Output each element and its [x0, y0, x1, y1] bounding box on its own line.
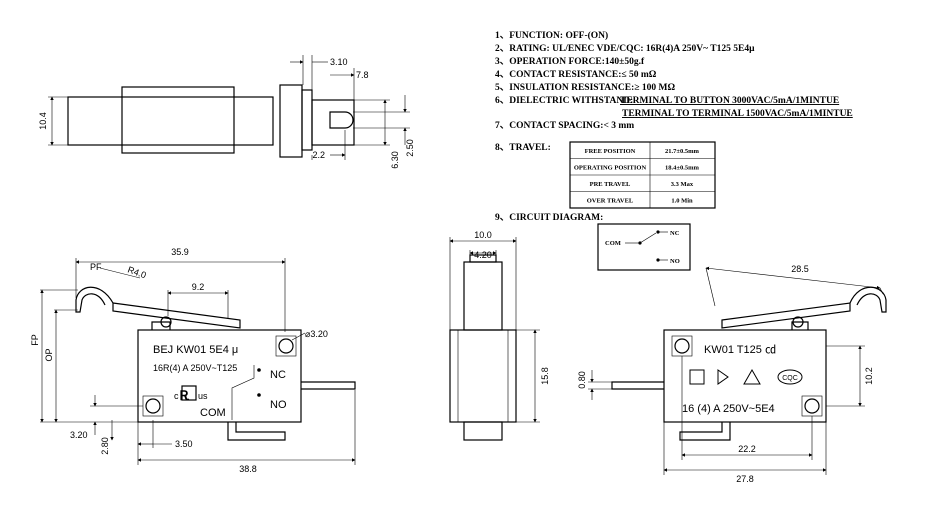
dim-35-9: 35.9: [171, 247, 189, 257]
top-view: 10.4 3.10 7.8 2.2 6.30 2.50: [38, 55, 415, 169]
dim-3-50: 3.50: [175, 439, 193, 449]
spec-function: 1、FUNCTION: OFF-(ON): [495, 30, 608, 41]
cqc-mark-icon: [777, 369, 803, 385]
travel-row-name: PRE TRAVEL: [590, 181, 631, 188]
dim-7-8: 7.8: [356, 70, 369, 80]
travel-row-value: 1.0 Min: [671, 198, 693, 205]
dim-15-8: 15.8: [540, 367, 550, 385]
circuit-com-label: COM: [605, 240, 621, 247]
dim-10-2: 10.2: [864, 367, 874, 385]
spec-dielectric-2: TERMINAL TO TERMINAL 1500VAC/5mA/1MINTUE: [622, 109, 853, 119]
svg-text:Ꭱ: Ꭱ: [180, 388, 190, 403]
dim-3-10: 3.10: [330, 57, 348, 67]
spec-dielectric-label: 6、DIELECTRIC WITHSTAND:: [495, 96, 633, 106]
front-view-com-terminal: [227, 422, 286, 441]
circuit-no-label: NO: [670, 258, 680, 265]
dim-4-20: 4.20: [474, 250, 492, 260]
front-view-body: [137, 329, 302, 423]
spec-contact-resistance: 4、CONTACT RESISTANCE:≤ 50 mΩ: [495, 70, 657, 80]
travel-row-name: FREE POSITION: [585, 148, 636, 155]
dim-2-50: 2.50: [405, 139, 415, 157]
back-marking-2: 16 (4) A 250V~5E4: [682, 403, 775, 415]
side-view-terminal: [463, 421, 503, 441]
spec-insulation-resistance: 5、INSULATION RESISTANCE:≥ 100 MΩ: [495, 83, 675, 93]
dim-27-8: 27.8: [736, 474, 754, 484]
travel-row-name: OPERATING POSITION: [574, 165, 647, 172]
dim-38-8: 38.8: [239, 464, 257, 474]
dim-phi-3-20: ⌀3.20: [305, 329, 328, 339]
back-view-lever: [721, 302, 851, 329]
spec-rating: 2、RATING: UL/ENEC VDE/CQC: 16R(4)A 250V~…: [495, 43, 755, 54]
back-view-body: [663, 329, 827, 423]
travel-row-name: OVER TRAVEL: [587, 198, 634, 205]
spec-circuit-label: 9、CIRCUIT DIAGRAM:: [495, 213, 603, 223]
svg-text:c: c: [174, 391, 179, 401]
dim-3-20: 3.20: [70, 430, 88, 440]
circuit-nc-label: NC: [670, 230, 680, 237]
dim-10-4: 10.4: [38, 112, 48, 130]
dim-10-0: 10.0: [474, 230, 492, 240]
top-view-terminal-hole: [329, 111, 354, 129]
side-view-plunger: [463, 261, 503, 331]
top-view-actuator: [121, 86, 235, 154]
vde-mark-icon: [717, 369, 729, 385]
dim-22-2: 22.2: [738, 444, 756, 454]
front-no-label: NO: [270, 399, 287, 411]
spec-contact-spacing: 7、CONTACT SPACING:< 3 mm: [495, 121, 634, 131]
dim-0-80: 0.80: [577, 371, 587, 389]
cb-mark-icon: [689, 369, 705, 385]
front-marking-1: BEJ KW01 5E4 μ: [153, 344, 238, 356]
spec-operation-force: 3、OPERATION FORCE:140±50g.f: [495, 57, 645, 67]
enec-mark-icon: [743, 368, 761, 385]
back-view: KW01 T125 ㏅ 16 (4) A 250V~5E4 CQC 28.5 0…: [577, 264, 887, 484]
front-view-roller-lever: [75, 286, 114, 313]
travel-row-value: 3.3 Max: [671, 181, 694, 188]
top-view-housing: [279, 84, 303, 158]
travel-row-value: 21.7±0.5mm: [665, 148, 699, 155]
travel-table: FREE POSITION 21.7±0.5mm OPERATING POSIT…: [569, 141, 716, 209]
front-view: BEJ KW01 5E4 μ 16R(4) A 250V~T125 NC NO …: [30, 247, 356, 474]
dim-2-80: 2.80: [100, 437, 110, 455]
dim-fp: FP: [30, 334, 40, 346]
dim-op: OP: [44, 348, 54, 361]
front-view-lever: [112, 302, 241, 329]
front-marking-2: 16R(4) A 250V~T125: [153, 363, 237, 373]
back-view-com-terminal: [679, 422, 731, 441]
spec-travel-label: 8、TRAVEL:: [495, 143, 551, 153]
side-view: 10.0 4.20 15.8: [449, 230, 550, 441]
svg-text:CQC: CQC: [782, 375, 798, 382]
front-view-no-terminal: [301, 381, 356, 390]
travel-row-value: 18.4±0.5mm: [665, 165, 699, 172]
spec-dielectric-1: TERMINAL TO BUTTON 3000VAC/5mA/1MINTUE: [620, 96, 839, 106]
front-nc-label: NC: [270, 369, 286, 381]
specifications: 1、FUNCTION: OFF-(ON) 2、RATING: UL/ENEC V…: [495, 30, 853, 271]
back-view-roller-lever: [849, 286, 887, 313]
ul-logo-icon: c Ꭱ us: [174, 385, 208, 403]
certification-icons: CQC: [689, 368, 803, 385]
svg-text:us: us: [198, 391, 208, 401]
back-view-no-terminal: [611, 381, 664, 390]
circuit-diagram: COM NC NO: [597, 223, 691, 271]
front-com-label: COM: [200, 407, 226, 419]
dim-pf: PF: [90, 262, 102, 272]
dim-r4: R4.0: [126, 264, 147, 280]
dim-6-30: 6.30: [390, 151, 400, 169]
top-view-plunger-body: [67, 96, 274, 146]
dim-28-5: 28.5: [791, 264, 809, 274]
back-marking-1: KW01 T125 ㏅: [704, 343, 776, 356]
dim-2-2: 2.2: [312, 150, 325, 160]
side-view-body: [449, 329, 517, 423]
dim-9-2: 9.2: [192, 282, 205, 292]
